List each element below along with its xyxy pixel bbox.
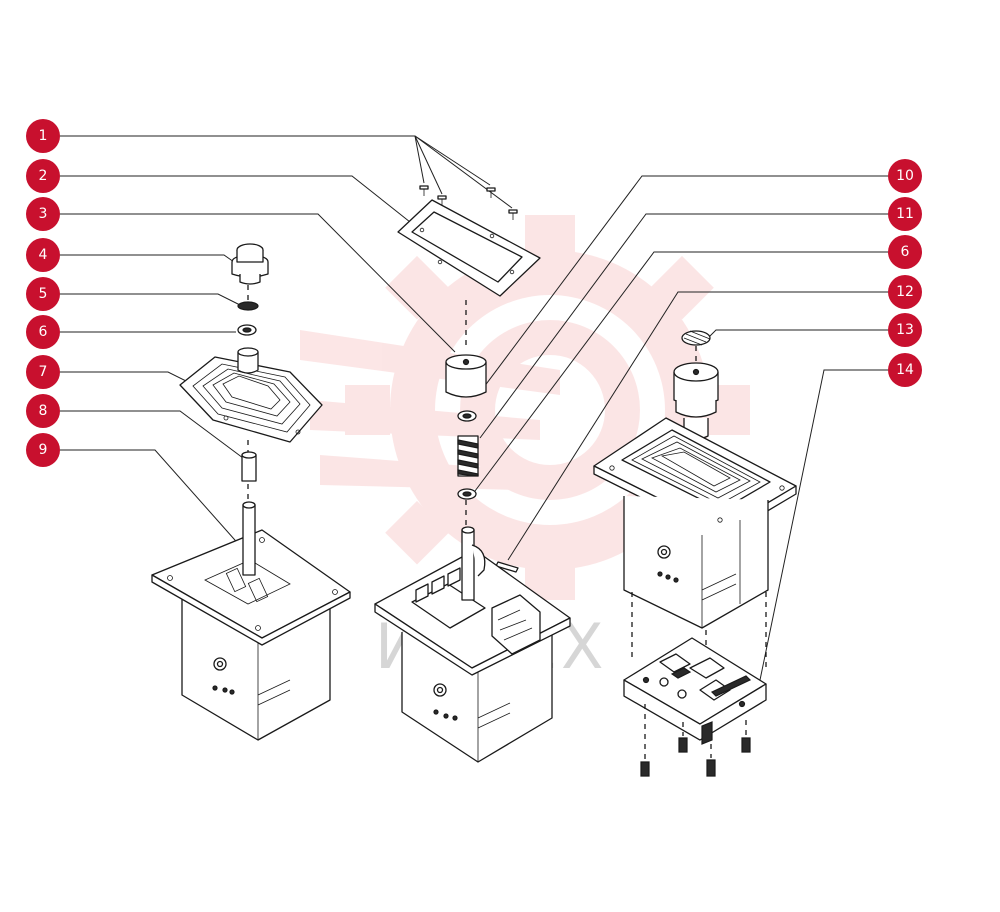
callout-right-1: 10 bbox=[888, 159, 922, 193]
callout-circle bbox=[888, 313, 922, 347]
callout-number: 6 bbox=[901, 244, 910, 260]
callout-number: 11 bbox=[896, 206, 914, 222]
part-washer-middle-bottom bbox=[457, 488, 477, 500]
part-base-unit-middle bbox=[374, 526, 571, 763]
callouts-right: 10 11 6 12 13 14 bbox=[888, 159, 922, 387]
callout-circle bbox=[26, 238, 60, 272]
callout-circle bbox=[26, 119, 60, 153]
callout-number: 9 bbox=[39, 442, 48, 458]
callout-circle bbox=[888, 235, 922, 269]
callouts-left: 1 2 3 4 5 6 7 8 9 bbox=[26, 119, 60, 467]
callout-left-9: 9 bbox=[26, 433, 60, 467]
callout-left-3: 3 bbox=[26, 197, 60, 231]
callout-circle bbox=[26, 159, 60, 193]
part-circuit-board bbox=[623, 637, 767, 745]
callout-number: 3 bbox=[39, 206, 48, 222]
callout-left-2: 2 bbox=[26, 159, 60, 193]
part-assembled-unit-right bbox=[593, 362, 797, 629]
leader-lines bbox=[60, 135, 890, 681]
callout-left-1: 1 bbox=[26, 119, 60, 153]
part-screws-bottom bbox=[640, 704, 751, 777]
part-rubber-boot-left bbox=[179, 347, 323, 443]
callout-number: 8 bbox=[39, 403, 48, 419]
part-screws-top bbox=[419, 185, 518, 220]
part-spring bbox=[457, 435, 479, 477]
callout-circle bbox=[26, 197, 60, 231]
callout-circle bbox=[26, 433, 60, 467]
part-washer-middle-top bbox=[457, 410, 477, 422]
part-small-ring bbox=[237, 301, 259, 311]
callout-right-3: 6 bbox=[888, 235, 922, 269]
callout-circle bbox=[26, 315, 60, 349]
callout-left-5: 5 bbox=[26, 277, 60, 311]
callout-circle bbox=[26, 277, 60, 311]
callout-left-8: 8 bbox=[26, 394, 60, 428]
callout-number: 1 bbox=[39, 128, 48, 144]
callout-number: 6 bbox=[39, 324, 48, 340]
part-washer-left bbox=[237, 324, 257, 336]
callout-number: 10 bbox=[896, 168, 914, 184]
callout-left-6: 6 bbox=[26, 315, 60, 349]
callout-circle bbox=[26, 394, 60, 428]
callout-number: 7 bbox=[39, 364, 48, 380]
callout-circle bbox=[888, 353, 922, 387]
callout-left-4: 4 bbox=[26, 238, 60, 272]
callout-circle bbox=[888, 159, 922, 193]
callout-right-6: 14 bbox=[888, 353, 922, 387]
part-frame-gasket bbox=[397, 199, 541, 297]
callout-number: 12 bbox=[896, 284, 914, 300]
callout-left-7: 7 bbox=[26, 355, 60, 389]
part-knob-cap bbox=[231, 243, 269, 285]
callout-number: 4 bbox=[39, 247, 48, 263]
callout-circle bbox=[888, 275, 922, 309]
callout-circle bbox=[26, 355, 60, 389]
part-grip-cap bbox=[681, 330, 711, 362]
part-sleeve bbox=[241, 451, 257, 482]
callout-right-4: 12 bbox=[888, 275, 922, 309]
callout-circle bbox=[888, 197, 922, 231]
callout-right-5: 13 bbox=[888, 313, 922, 347]
callout-number: 14 bbox=[896, 362, 914, 378]
callout-number: 5 bbox=[39, 286, 48, 302]
part-pin bbox=[495, 561, 519, 573]
callout-number: 2 bbox=[39, 168, 48, 184]
part-cylinder-cap bbox=[445, 354, 487, 398]
callout-right-2: 11 bbox=[888, 197, 922, 231]
callout-number: 13 bbox=[896, 322, 914, 338]
part-base-unit-left bbox=[151, 501, 351, 741]
